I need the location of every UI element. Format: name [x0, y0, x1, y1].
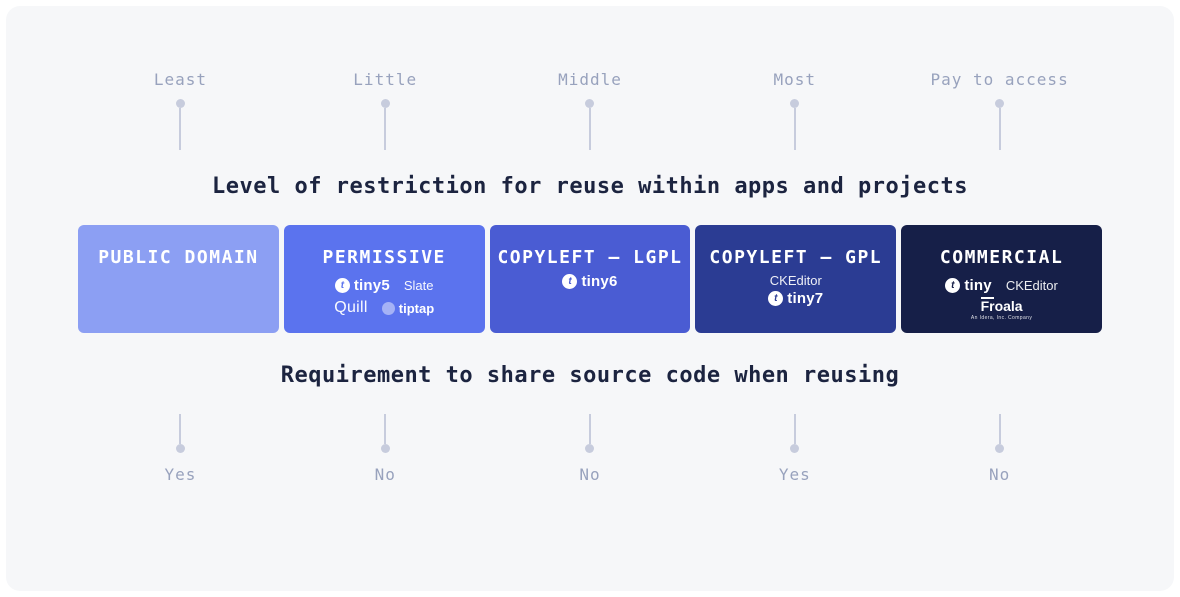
pin-line [793, 414, 796, 445]
axis-pin-yes-2: Yes [692, 414, 897, 484]
card-title: COPYLEFT — LGPL [497, 247, 683, 269]
card-copyleft-lgpl: COPYLEFT — LGPL t tiny6 [489, 225, 691, 334]
pin-line [384, 414, 387, 445]
restriction-heading: Level of restriction for reuse within ap… [212, 174, 968, 200]
axis-pin-most: Most [692, 70, 897, 151]
tinymce-logo-label: tiny5 [353, 277, 390, 295]
ckeditor-logo: CKEditor [769, 273, 822, 289]
axis-pin-little: Little [283, 70, 488, 151]
card-title: COMMERCIAL [939, 247, 1064, 269]
pin-line [998, 414, 1001, 445]
pin-dot-icon [995, 99, 1005, 109]
froala-logo-subtext: An Idera, Inc. Company [970, 314, 1033, 321]
pin-dot-icon [995, 444, 1005, 454]
card-title: PERMISSIVE [322, 247, 446, 269]
card-public-domain: PUBLIC DOMAIN [78, 225, 279, 334]
axis-pin-no-2: No [488, 414, 693, 484]
logo-row: t tiny6 [562, 273, 617, 290]
card-copyleft-gpl: COPYLEFT — GPL CKEditor t tiny7 [695, 225, 897, 334]
card-title: PUBLIC DOMAIN [98, 247, 259, 269]
axis-pin-pay-to-access: Pay to access [897, 70, 1102, 151]
pin-line [998, 108, 1001, 151]
axis-pin-no-1: No [283, 414, 488, 484]
axis-label: Most [773, 70, 817, 89]
tinymce-logo: t tiny7 [768, 290, 823, 307]
axis-pin-middle: Middle [488, 70, 693, 151]
axis-label: No [988, 465, 1011, 485]
tinymce-logo-icon: t [768, 291, 784, 307]
pin-line [179, 414, 182, 445]
pin-line [179, 108, 182, 151]
logo-row: CKEditor [770, 273, 822, 288]
share-source-axis: Yes No No Yes No [78, 414, 1102, 484]
pin-dot-icon [585, 99, 595, 109]
logo-row: Quill tiptap [334, 299, 434, 317]
pin-line [793, 108, 796, 151]
license-cards: PUBLIC DOMAIN PERMISSIVE t tiny5 Slate Q… [78, 225, 1102, 334]
tinymce-logo-icon: t [945, 278, 961, 294]
tinymce-logo-label: tiny6 [581, 273, 618, 291]
axis-label: Little [353, 70, 418, 89]
axis-label: Yes [164, 465, 197, 485]
tiptap-logo-icon [381, 301, 395, 315]
logo-row: t tiny7 [768, 290, 823, 307]
tinymce-logo: t tiny5 [334, 277, 390, 295]
tinymce-logo-label: tiny [964, 277, 992, 295]
diagram-panel: Least Little Middle Most Pay to access [6, 6, 1174, 591]
froala-logo-label: Froala [980, 297, 1023, 315]
share-source-heading: Requirement to share source code when re… [280, 363, 900, 389]
tinymce-logo-icon: t [334, 278, 350, 294]
axis-label: No [579, 465, 601, 485]
pin-dot-icon [585, 444, 595, 454]
tinymce-logo: t tiny6 [562, 273, 617, 290]
axis-pin-least: Least [78, 70, 283, 151]
pin-dot-icon [380, 99, 390, 109]
axis-pin-yes-1: Yes [78, 414, 283, 484]
card-commercial: COMMERCIAL t tiny CKEditor Froala An Ide… [901, 225, 1102, 334]
axis-label: No [374, 465, 396, 485]
pin-dot-icon [380, 444, 390, 454]
axis-pin-no-3: No [897, 414, 1102, 484]
tinymce-logo: t tiny [945, 277, 992, 295]
pin-dot-icon [175, 444, 185, 454]
axis-label: Least [153, 70, 207, 89]
pin-line [384, 108, 387, 151]
logo-row: t tiny CKEditor [945, 277, 1058, 294]
tinymce-logo-icon: t [562, 274, 578, 290]
axis-label: Pay to access [930, 70, 1069, 89]
restriction-axis: Least Little Middle Most Pay to access [78, 70, 1102, 151]
diagram-content: Least Little Middle Most Pay to access [78, 70, 1102, 484]
pin-dot-icon [790, 99, 800, 109]
card-permissive: PERMISSIVE t tiny5 Slate Quill tiptap [283, 225, 485, 334]
axis-label: Middle [558, 70, 622, 89]
tiptap-logo: tiptap [381, 300, 435, 316]
ckeditor-logo: CKEditor [1005, 278, 1058, 294]
pin-dot-icon [175, 99, 185, 109]
logo-row: t tiny5 Slate [334, 277, 434, 295]
pin-dot-icon [790, 444, 800, 454]
card-title: COPYLEFT — GPL [709, 247, 883, 269]
axis-label: Yes [778, 465, 811, 485]
pin-line [588, 108, 591, 151]
tinymce-logo-label: tiny7 [787, 290, 824, 308]
logo-row: Froala An Idera, Inc. Company [970, 297, 1033, 321]
slate-logo: Slate [403, 278, 434, 294]
froala-logo: Froala An Idera, Inc. Company [970, 297, 1033, 321]
quill-logo: Quill [334, 299, 368, 317]
pin-line [588, 414, 591, 445]
tiptap-logo-label: tiptap [398, 300, 435, 316]
